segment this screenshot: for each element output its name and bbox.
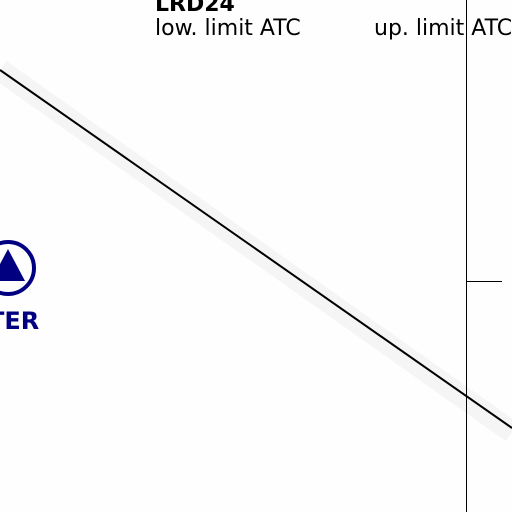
sector-lower-limit-label: low. limit ATC <box>155 16 301 41</box>
navaid-circle <box>0 240 36 296</box>
navaid-triangle-in-circle-icon[interactable] <box>0 240 36 296</box>
route-line[interactable] <box>0 69 512 429</box>
waypoint-name-label[interactable]: TER <box>0 307 40 335</box>
sector-upper-limit-label: up. limit ATC <box>374 16 512 41</box>
navaid-triangle <box>0 249 25 281</box>
sector-name-label: LRD24 <box>155 0 235 17</box>
